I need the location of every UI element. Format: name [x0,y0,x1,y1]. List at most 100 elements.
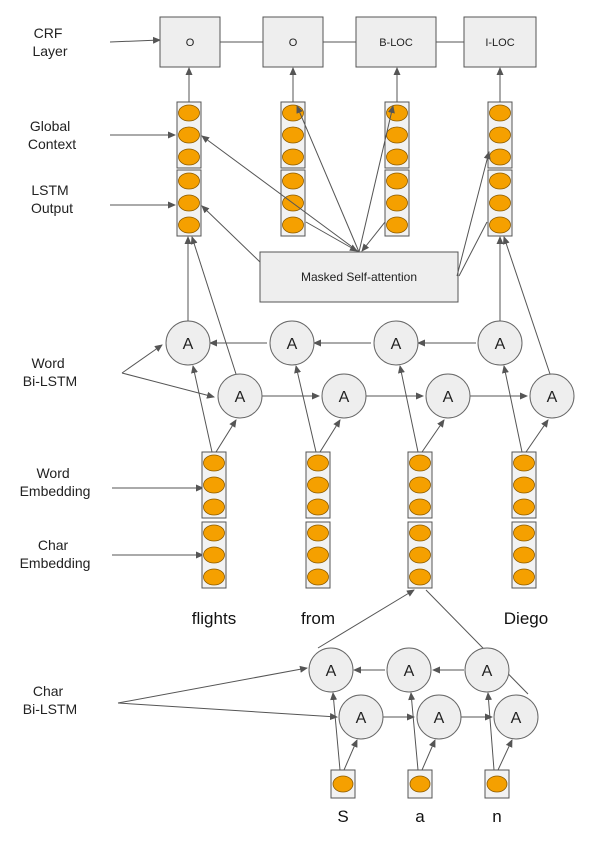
char-1: S [337,807,348,826]
input-chars: S a n [337,807,501,826]
label-lstm-output-line2: Output [31,200,73,216]
arrow-chara-to-fwd2 [421,739,436,771]
masked-self-attention: Masked Self-attention [259,251,459,303]
vector-node [513,546,535,564]
label-word-embedding-line2: Embedding [20,483,91,499]
vector-node [409,498,431,516]
char-lstm-forward-cell-1 [338,694,384,740]
vector-node [203,524,225,542]
vector-node [203,454,225,472]
vector-node [513,568,535,586]
vector-node [409,568,431,586]
char-embedding-vector-3 [407,521,433,589]
vector-node [178,148,200,166]
context-to-crf-arrows [185,67,504,102]
lstm-cell-label: A [326,663,337,680]
lstm-cell-label: A [547,389,558,406]
label-crf-line2: Layer [32,43,67,59]
label-crf-line1: CRF [34,25,63,41]
arrow-chara-to-back2 [408,692,419,771]
pointer-crf [109,36,161,44]
vector-node [386,172,408,190]
char-3: n [492,807,501,826]
char-input-vector-1 [330,769,356,799]
arrow-lstm1-to-attn [201,205,261,263]
label-word-embedding-line1: Word [36,465,69,481]
arrow-charn-to-back3 [485,692,495,771]
input-words: flights from Diego [192,609,548,628]
vector-node [282,172,304,190]
label-char-embedding: Char Embedding [20,537,91,571]
word-lstm-backward-cell-2 [269,320,315,366]
lstm-cell-label: A [443,389,454,406]
arrow-charS-to-back1 [330,692,341,771]
word-lstm-forward-cell-2 [321,373,367,419]
arrow-lstm2-to-attn [305,221,358,252]
lstm-output-vector-1 [176,169,202,237]
arrow-fwd1-to-out1 [190,236,237,375]
lstm-cell-label: A [391,336,402,353]
lstm-cell-label: A [434,710,445,727]
lstm-cell-label: A [404,663,415,680]
global-context-vector-4 [487,101,513,169]
word-lstm-forward-cell-1 [217,373,263,419]
label-global-context-line2: Context [28,136,76,152]
vector-node [178,216,200,234]
layer-labels: CRF Layer Global Context LSTM Output Wor… [20,25,91,717]
vector-node [386,148,408,166]
vector-node [489,148,511,166]
char-lstm-backward-cell-2 [386,647,432,693]
crf-tag-4: I-LOC [485,37,514,49]
lstm-output-vector-4 [487,169,513,237]
arrow-emb1-to-back1 [191,365,213,453]
lstm-cell-label: A [356,710,367,727]
vector-node [489,104,511,122]
arrow-lstm3-to-attn [361,221,386,252]
arrow-emb3-to-back3 [398,365,419,453]
char-embedding-vector-1 [201,521,227,589]
lstm-output-vector-3 [384,169,410,237]
label-char-bilstm-line1: Char [33,683,64,699]
pointer-char-bilstm-back [117,665,308,704]
char-2: a [415,807,425,826]
word-embedding-vector-3 [407,451,433,519]
vector-node [486,775,508,793]
word-embedding-vectors [201,451,537,519]
vector-node [307,568,329,586]
word-2: from [301,609,335,628]
vector-node [386,216,408,234]
arrow-emb2-to-back2 [294,365,317,453]
word-lstm-forward-cell-4 [529,373,575,419]
char-lstm-forward-cell-3 [493,694,539,740]
label-global-context-line1: Global [30,118,70,134]
vector-node [409,524,431,542]
global-context-vector-2 [280,101,306,169]
word-bilstm-backward: A A A A [165,320,523,366]
vector-node [307,498,329,516]
arrow-charS-to-fwd1 [343,739,358,771]
vector-node [489,216,511,234]
vector-node [513,454,535,472]
vector-node [489,194,511,212]
vector-node [178,194,200,212]
label-crf-layer: CRF Layer [32,25,67,59]
crf-box-2 [262,16,324,68]
char-embedding-vectors [201,521,537,589]
attention-label: Masked Self-attention [301,270,417,284]
crf-box-3 [355,16,437,68]
label-char-embedding-line1: Char [38,537,69,553]
lstm-output-vectors [176,169,513,237]
vector-node [513,524,535,542]
vector-node [307,476,329,494]
char-input-vector-2 [407,769,433,799]
char-lstm-backward-cell-1 [308,647,354,693]
arrow-attn-to-ctx4 [456,151,491,277]
lstm-cell-label: A [511,710,522,727]
pointer-char-bilstm-fwd [117,702,338,721]
lstm-cell-label: A [287,336,298,353]
vector-node [203,476,225,494]
pointer-word-bilstm-fwd [121,372,215,399]
arrow-attn-to-ctx1 [201,135,360,253]
crf-box-1 [159,16,221,68]
